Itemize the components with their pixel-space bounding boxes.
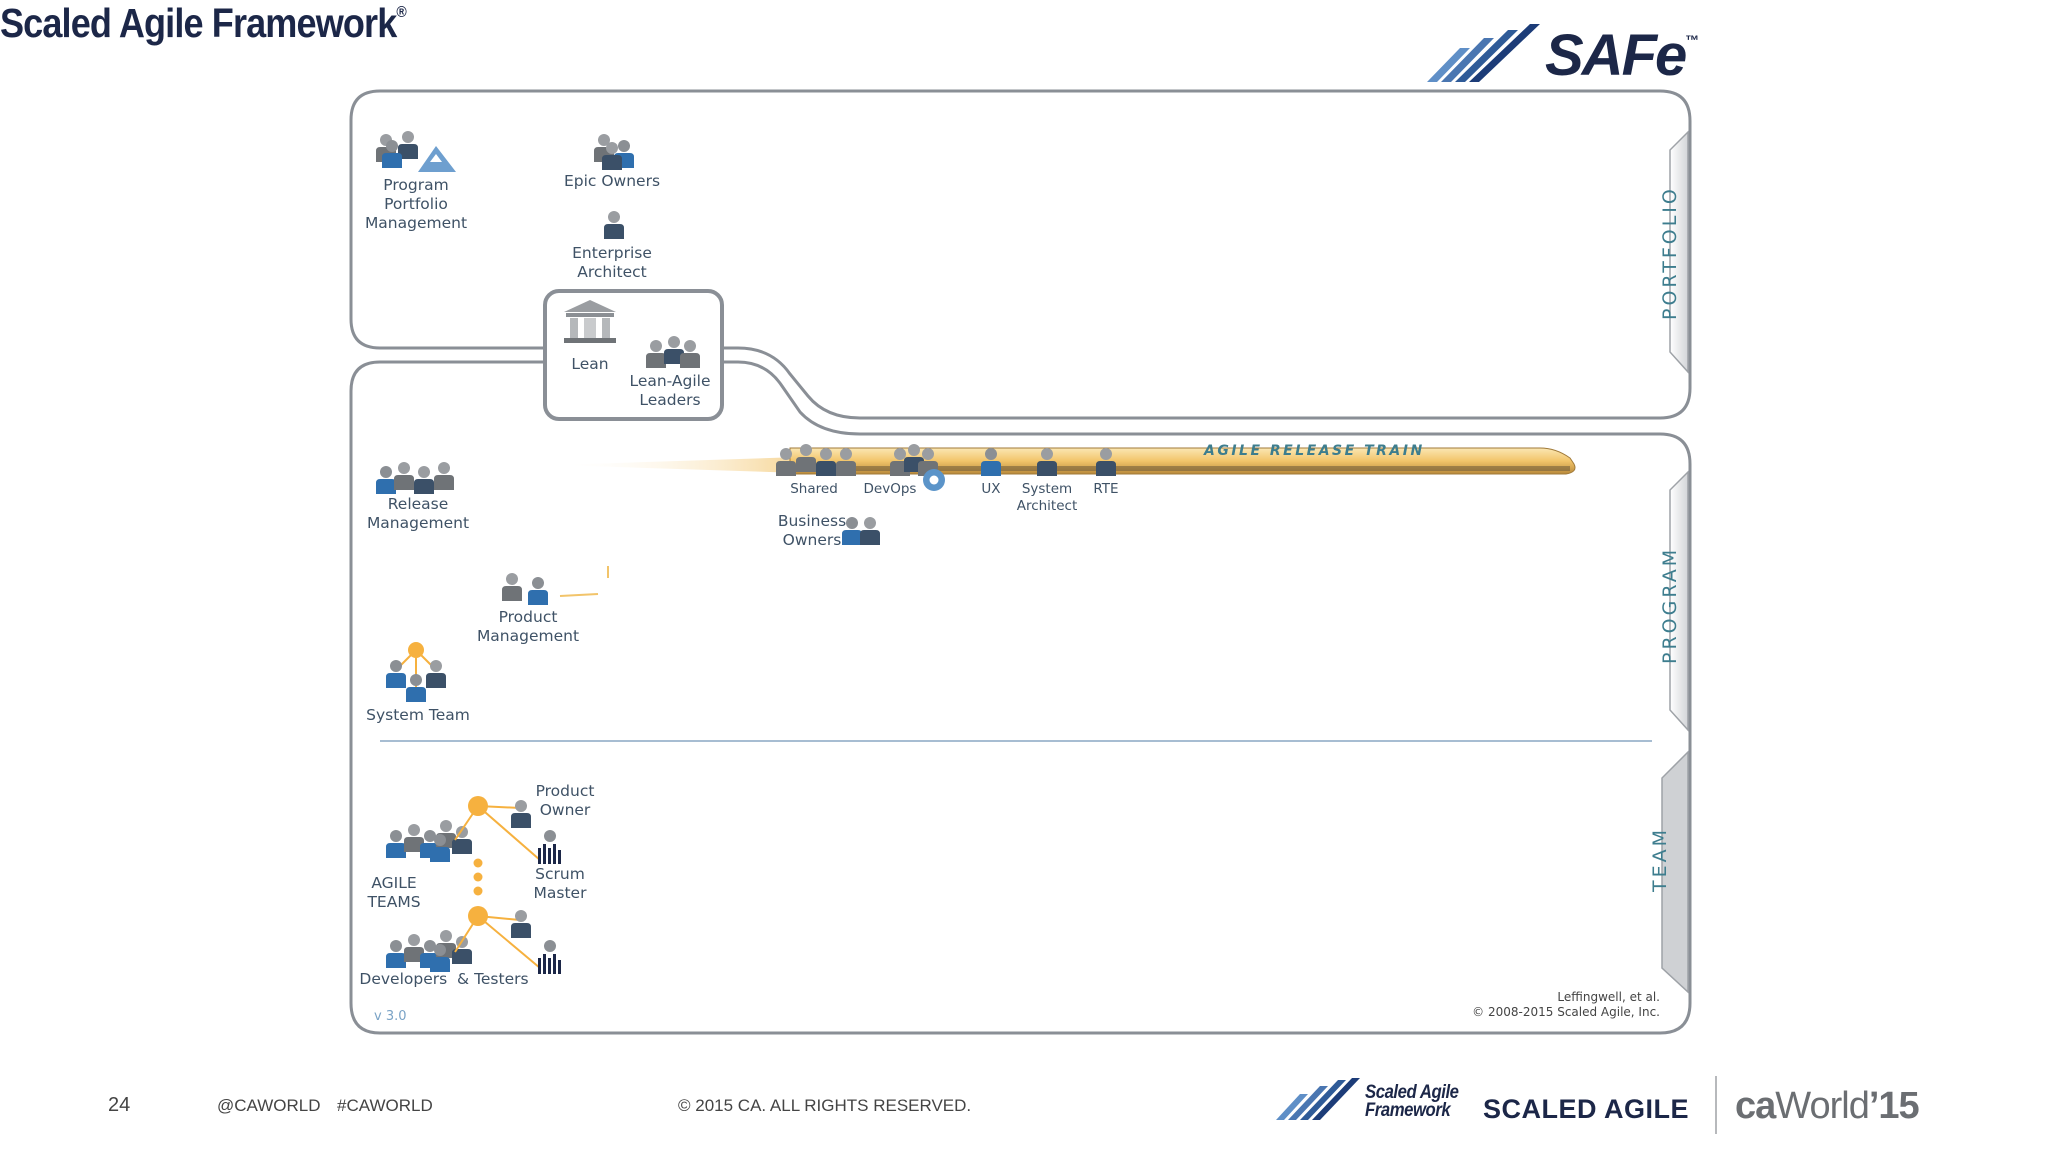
art-label: AGILE RELEASE TRAIN — [1204, 443, 1425, 459]
scaled-agile-logo: SCALED AGILE — [1483, 1094, 1690, 1124]
product-management-icon — [502, 566, 609, 605]
scrum-master-icon-2 — [538, 940, 561, 974]
program-level-label: PROGRAM — [1659, 546, 1681, 664]
program-tab — [1669, 470, 1689, 732]
agile-team-top-icon — [386, 820, 472, 862]
scrum-master-icon — [538, 830, 561, 864]
team-level-label: TEAM — [1649, 826, 1671, 892]
developers-testers-label: Developers & Testers — [359, 970, 529, 988]
safe-logo-stripes — [1427, 24, 1540, 82]
lean-building-icon — [564, 300, 616, 343]
lean-label: Lean — [571, 355, 609, 373]
rte-label: RTE — [1093, 481, 1119, 497]
team-hub-top — [468, 796, 488, 816]
agile-team-bottom-icon — [386, 930, 472, 972]
product-owner-icon-2 — [511, 910, 531, 938]
epic-owners-icon — [594, 134, 634, 170]
version-label: v 3.0 — [374, 1009, 407, 1024]
credit-text: Leffingwell, et al.© 2008-2015 Scaled Ag… — [1472, 990, 1660, 1019]
art-trail — [555, 457, 800, 473]
team-dots — [473, 858, 483, 896]
release-management-icon — [376, 462, 454, 494]
copyright-text: © 2015 CA. ALL RIGHTS RESERVED. — [678, 1096, 972, 1115]
caworld-handle: @CAWORLD — [217, 1096, 321, 1115]
page-title: Scaled Agile Framework® — [0, 0, 407, 46]
team-tab — [1661, 750, 1689, 994]
portfolio-tab — [1669, 130, 1689, 374]
enterprise-architect-icon — [604, 211, 624, 239]
page-number: 24 — [108, 1094, 131, 1116]
portfolio-level-label: PORTFOLIO — [1659, 186, 1681, 320]
ux-label: UX — [981, 481, 1001, 497]
system-team-label: System Team — [366, 706, 470, 724]
portfolio-frame — [349, 89, 1692, 420]
saf-footer-logo-stripes — [1276, 1078, 1360, 1120]
devops-icon — [890, 444, 945, 491]
ppm-icon — [376, 131, 456, 172]
team-hub-bottom — [468, 906, 488, 926]
system-team-icon — [386, 642, 446, 702]
epic-owners-label: Epic Owners — [563, 172, 661, 190]
caworld-logo: caWorld’15 — [1735, 1085, 1920, 1127]
program-team-frame — [349, 360, 1692, 1035]
safe-logo: SAFe™ — [1545, 23, 1699, 88]
caworld-hashtag: #CAWORLD — [337, 1096, 433, 1115]
shared-label: Shared — [790, 481, 838, 497]
team-connectors — [454, 805, 541, 969]
devops-label: DevOps — [863, 481, 917, 497]
